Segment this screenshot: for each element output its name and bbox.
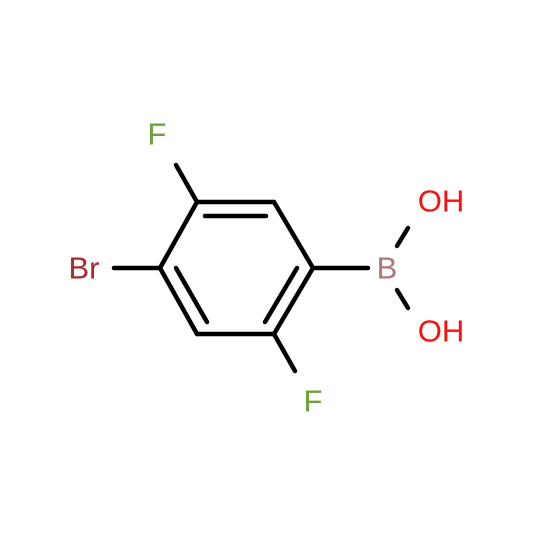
bond-c5-f bbox=[271, 331, 298, 374]
bond-b-oh-bottom bbox=[394, 287, 411, 311]
atom-labels: Br F F B OH OH bbox=[69, 117, 465, 419]
atom-label-br: Br bbox=[69, 251, 100, 286]
ring-bond-c1-c2 bbox=[157, 199, 200, 271]
bonds bbox=[111, 162, 411, 374]
inner-double-bond-c4-c5 bbox=[262, 265, 300, 325]
inner-double-bond-c6-c1 bbox=[173, 265, 210, 325]
ring-bond-c6-c1 bbox=[157, 265, 200, 337]
atom-label-oh-bottom: OH bbox=[418, 314, 465, 349]
bond-b-oh-top bbox=[394, 225, 411, 249]
atom-label-b: B bbox=[377, 251, 398, 286]
ring-bond-c3-c4 bbox=[271, 199, 316, 271]
atom-label-oh-top: OH bbox=[418, 184, 465, 219]
atom-label-f-top: F bbox=[148, 117, 167, 152]
ring-bond-c4-c5 bbox=[271, 265, 316, 337]
atom-label-f-bottom: F bbox=[304, 384, 323, 419]
bond-c2-f bbox=[173, 162, 200, 205]
